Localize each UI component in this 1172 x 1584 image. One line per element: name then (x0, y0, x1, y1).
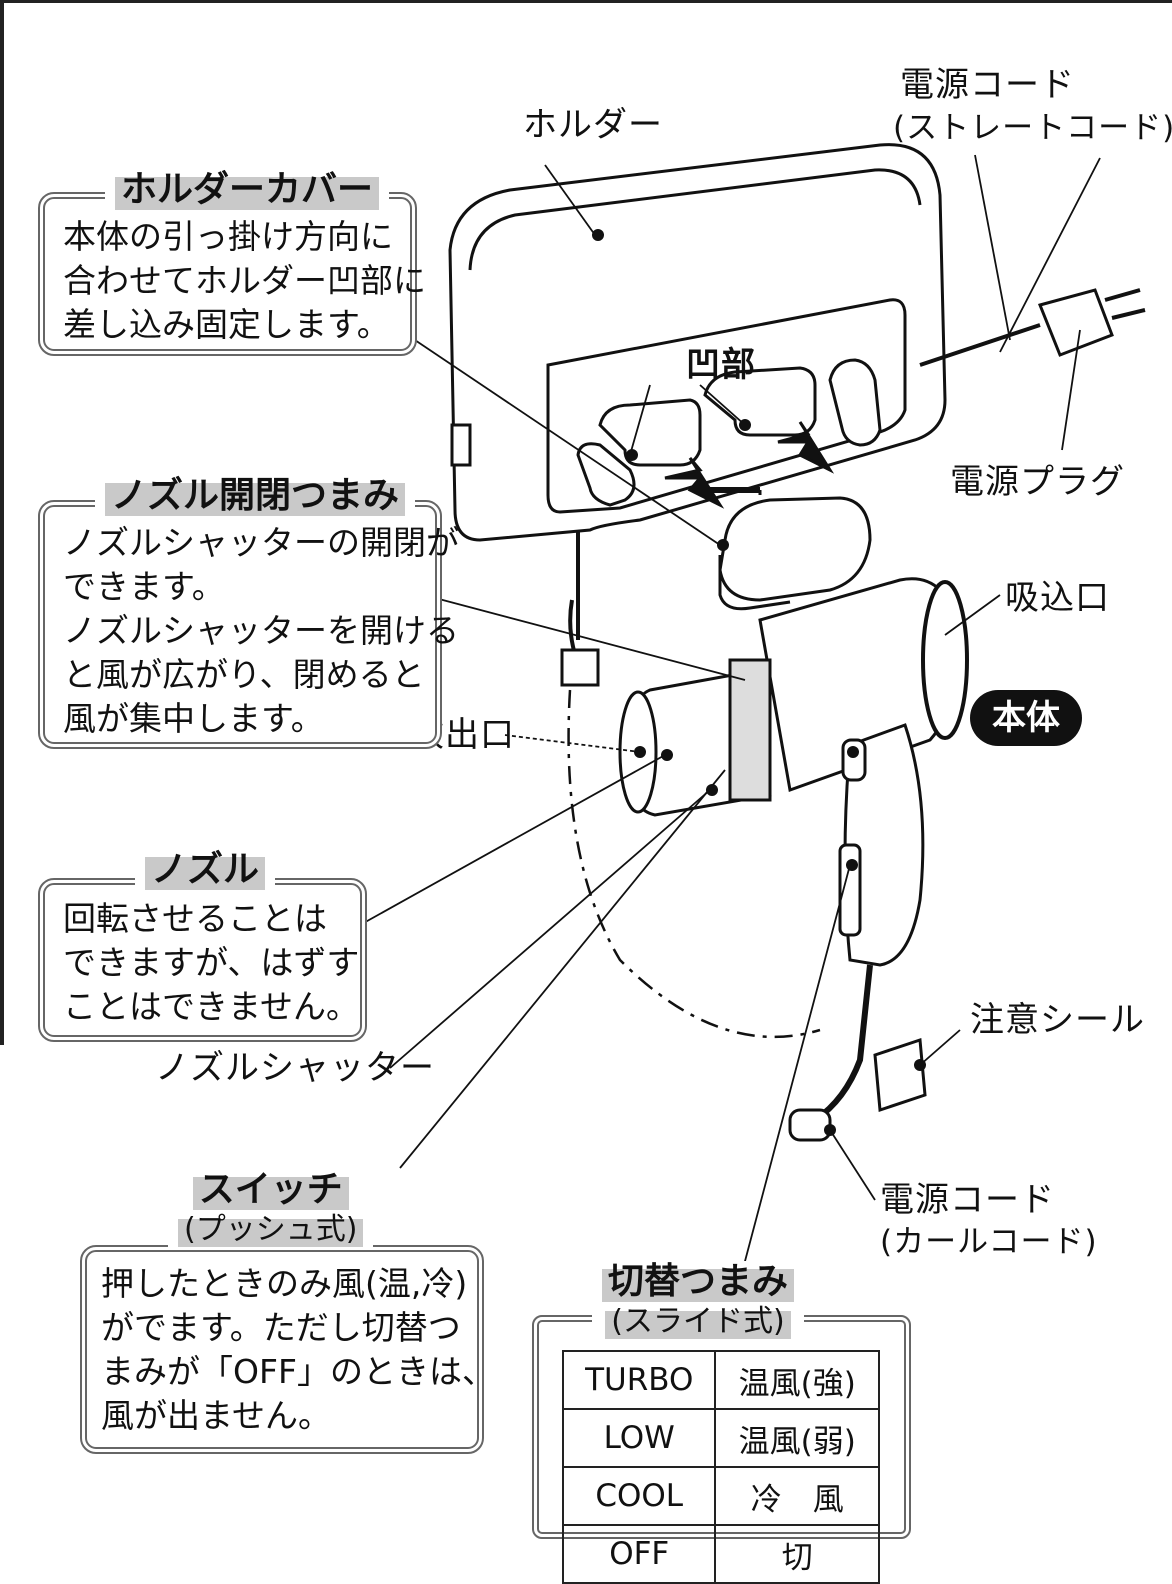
selector-subtitle-text: (スライド式) (605, 1304, 791, 1339)
push-switch (841, 738, 867, 782)
switch-subtitle-text: (プッシュ式) (178, 1212, 364, 1247)
nozzle-line-2: できますが、はずす (63, 943, 360, 982)
table-row: COOL 冷 風 (561, 1466, 880, 1526)
switch-line-4: 風が出ません。 (101, 1396, 332, 1435)
selector-title-text: 切替つまみ (602, 1261, 795, 1302)
selector-table: TURBO 温風(強) LOW 温風(弱) COOL 冷 風 OFF 切 (561, 1350, 880, 1584)
switch-text: 押したときのみ風(温,冷) がでます。ただし切替つ まみが「OFF」のときは、 … (101, 1262, 495, 1438)
holder-label: ホルダー (523, 105, 663, 145)
holder-cover-line-2: 合わせてホルダー凹部に (63, 261, 426, 300)
nozzle-text: 回転させることは できますが、はずす ことはできません。 (63, 897, 359, 1029)
nozzle-knob-line-3: ノズルシャッターを開ける (63, 611, 459, 650)
holder-cover-line-3: 差し込み固定します。 (63, 305, 390, 344)
hook-left (598, 398, 702, 467)
mode-desc-cell: 温風(弱) (714, 1408, 880, 1468)
nozzle-ring (728, 658, 772, 802)
intake-label: 吸込口 (1005, 578, 1110, 618)
holder-cover-title: ホルダーカバー (105, 169, 390, 210)
curl-cord-label: (カールコード) (880, 1224, 1098, 1260)
table-row: TURBO 温風(強) (561, 1350, 880, 1410)
dryer-cord (813, 964, 873, 1123)
nozzle-knob-title-text: ノズル開閉つまみ (105, 475, 406, 516)
mode-cell: OFF (561, 1524, 717, 1584)
intake-grille (921, 580, 969, 740)
mode-cell: TURBO (561, 1350, 717, 1410)
insert-arrow-left (664, 457, 725, 509)
nozzle-line-3: ことはできません。 (63, 987, 360, 1026)
holder-cover-line-1: 本体の引っ掛け方向に (63, 217, 393, 256)
holder-side-tab (450, 423, 472, 467)
holder-cover-title-text: ホルダーカバー (115, 169, 380, 210)
nozzle-knob-text: ノズルシャッターの開閉が できます。 ノズルシャッターを開ける と風が広がり、閉… (63, 521, 459, 741)
mode-desc-cell: 切 (714, 1524, 880, 1584)
hair-dryer-illustration (359, 143, 1146, 1281)
nozzle-knob-line-1: ノズルシャッターの開閉が (63, 523, 459, 562)
switch-title-text: スイッチ (192, 1169, 349, 1210)
cord-boot (788, 1108, 832, 1142)
straight-cord (919, 323, 1041, 367)
switch-title: スイッチ (プッシュ式) (168, 1169, 374, 1250)
frame-top-line (0, 0, 1172, 3)
nozzle-title: ノズル (135, 849, 276, 890)
frame-left-line (0, 0, 4, 1045)
nozzle-line-1: 回転させることは (63, 899, 327, 938)
nozzle-knob-line-2: できます。 (63, 567, 225, 606)
table-row: OFF 切 (561, 1524, 880, 1584)
caution-seal (873, 1037, 927, 1113)
holder-cover-text: 本体の引っ掛け方向に 合わせてホルダー凹部に 差し込み固定します。 (63, 215, 426, 347)
cord-clamp (560, 648, 600, 687)
nozzle-shutter-label: ノズルシャッター (155, 1048, 435, 1088)
switch-line-1: 押したときのみ風(温,冷) (101, 1264, 468, 1303)
table-row: LOW 温風(弱) (561, 1408, 880, 1468)
insert-arrow-right (777, 421, 835, 474)
nozzle-knob-box: ノズルシャッターの開閉が できます。 ノズルシャッターを開ける と風が広がり、閉… (38, 500, 459, 749)
body-badge: 本体 (970, 690, 1082, 746)
power-cord-label: 電源コード (900, 65, 1075, 105)
selector-title: 切替つまみ (スライド式) (592, 1261, 805, 1342)
recess-label: 凹部 (686, 345, 756, 385)
nozzle-knob-line-4: と風が広がり、閉めると (63, 655, 425, 694)
power-plug (1037, 288, 1114, 357)
mode-cell: COOL (561, 1466, 717, 1526)
switch-box: 押したときのみ風(温,冷) がでます。ただし切替つ まみが「OFF」のときは、 … (80, 1245, 495, 1454)
hook-right (828, 358, 882, 447)
power-plug-label: 電源プラグ (950, 462, 1125, 502)
switch-line-2: がでます。ただし切替つ (101, 1308, 461, 1347)
caution-seal-label: 注意シール (970, 1000, 1145, 1040)
holder-cover-piece (718, 496, 872, 602)
mode-cell: LOW (561, 1408, 717, 1468)
curl-cord-dashed (567, 689, 821, 1039)
switch-line-3: まみが「OFF」のときは、 (101, 1352, 495, 1391)
straight-cord-label: (ストレートコード) (893, 110, 1172, 146)
hook-middle (703, 366, 817, 437)
holder-cover-box: 本体の引っ掛け方向に 合わせてホルダー凹部に 差し込み固定します。 (38, 192, 426, 356)
mode-desc-cell: 冷 風 (714, 1466, 880, 1526)
nozzle-box: 回転させることは できますが、はずす ことはできません。 (38, 878, 367, 1042)
mode-desc-cell: 温風(強) (714, 1350, 880, 1410)
nozzle-title-text: ノズル (145, 849, 266, 890)
curl-cord-power-label: 電源コード (880, 1180, 1055, 1220)
nozzle-knob-title: ノズル開閉つまみ (95, 475, 416, 516)
nozzle-knob-line-5: 風が集中します。 (63, 699, 324, 738)
